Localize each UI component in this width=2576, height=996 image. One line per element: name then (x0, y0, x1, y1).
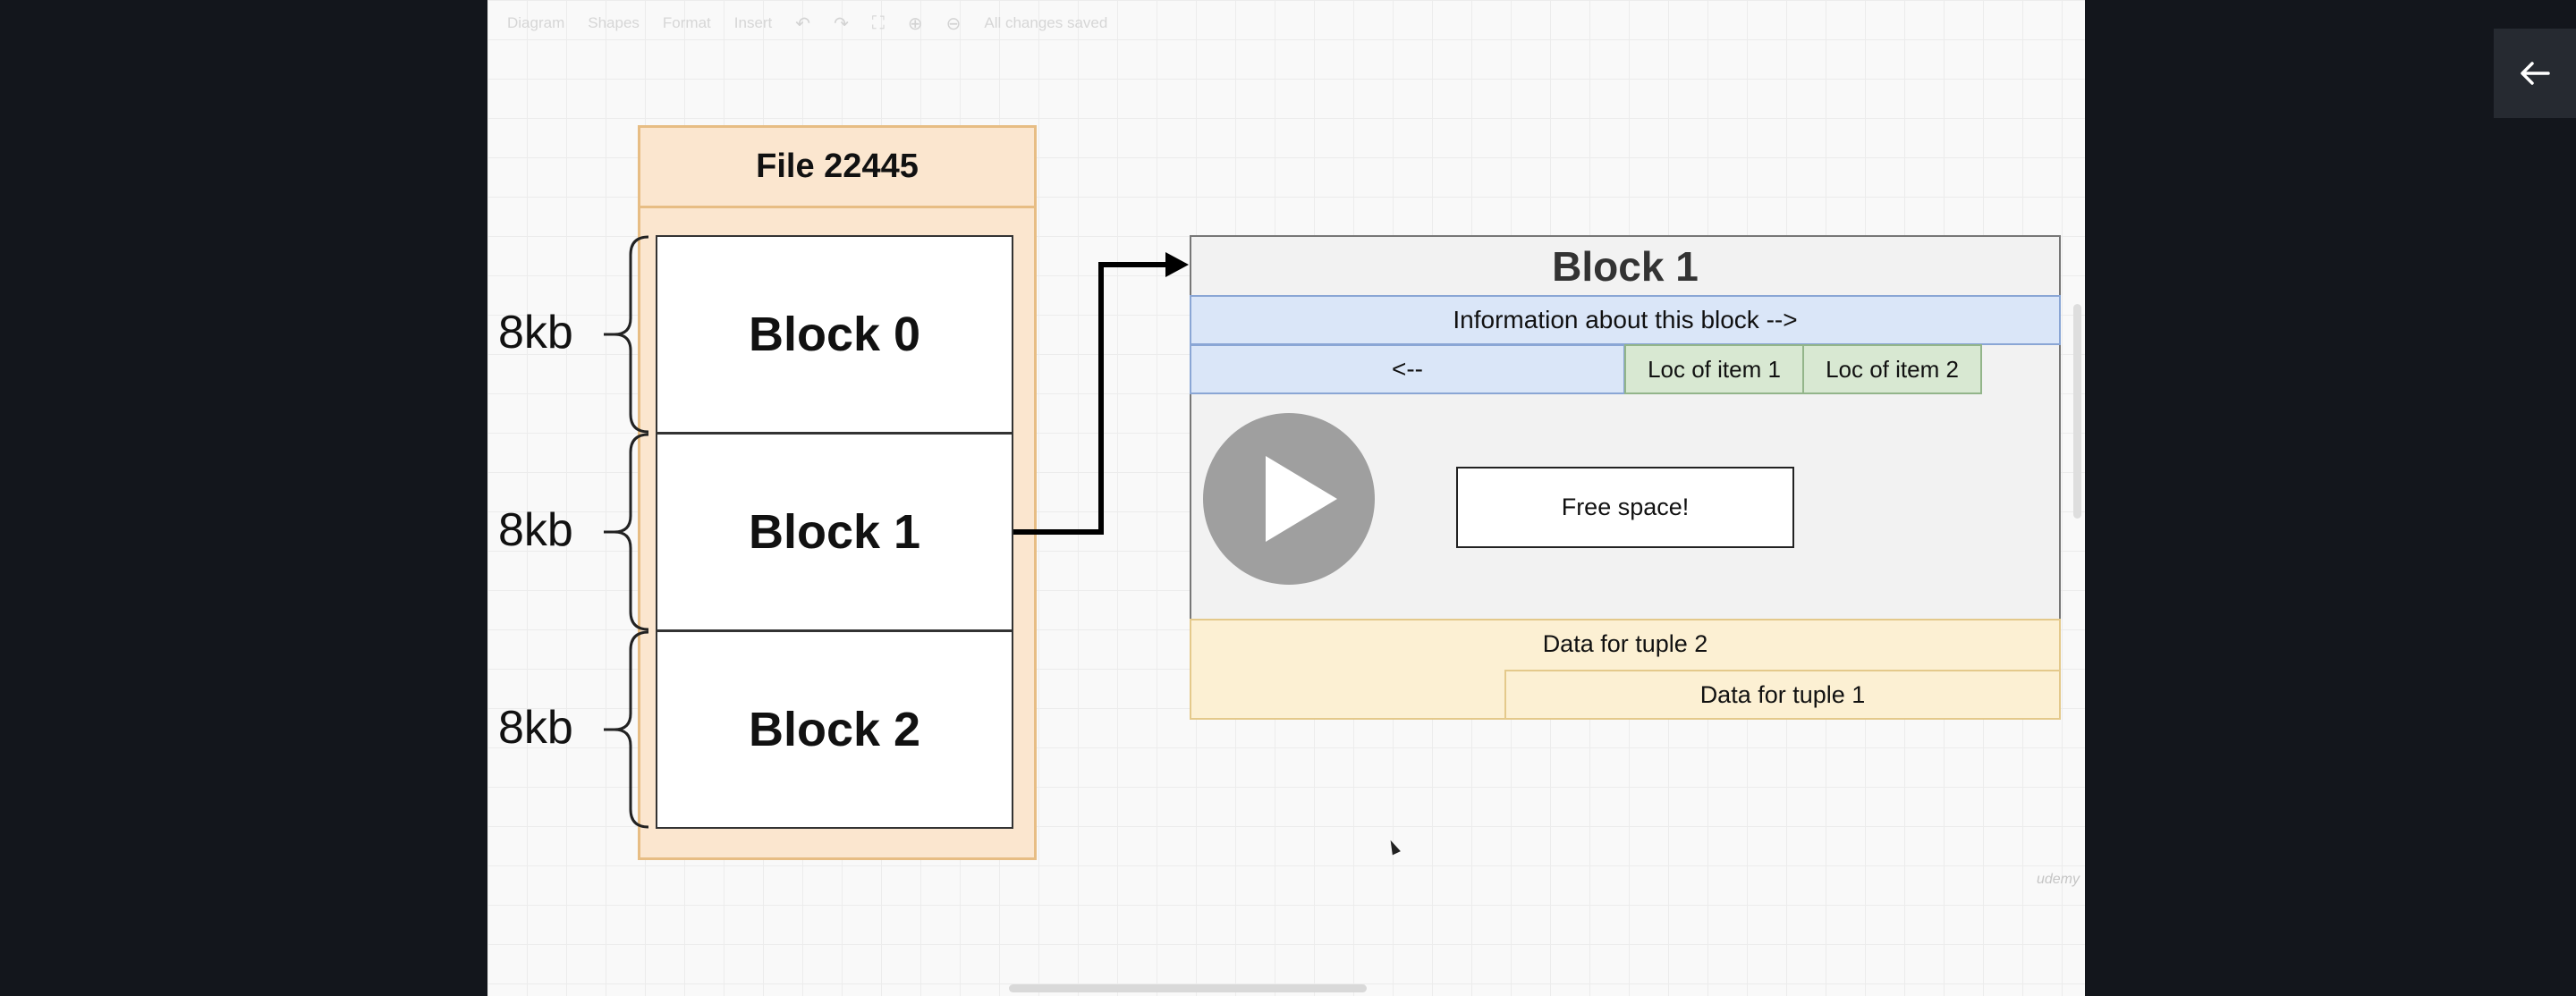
vertical-scrollbar[interactable] (2073, 304, 2081, 519)
brace-1 (614, 433, 649, 631)
loc-item-2: Loc of item 2 (1802, 344, 1982, 394)
menu-insert[interactable]: Insert (733, 14, 773, 31)
tuple-1-region: Data for tuple 1 (1504, 670, 2061, 720)
free-space-box: Free space! (1456, 467, 1794, 548)
brace-0 (614, 235, 649, 434)
video-frame[interactable]: Diagram Shapes Format Insert ↶ ↷ ⛶ ⊕ ⊖ A… (487, 0, 2085, 996)
block-info-row: Information about this block --> (1190, 295, 2061, 345)
size-label: 8kb (498, 307, 573, 359)
arrow-left-icon (2521, 62, 2550, 85)
menu-shapes[interactable]: Shapes (588, 14, 640, 31)
watermark-logo: udemy (2036, 872, 2080, 887)
block1-connector-arrow (1013, 262, 1169, 535)
block-0: Block 0 (656, 235, 1013, 434)
menu-format[interactable]: Format (662, 14, 711, 31)
block-detail-title: Block 1 (1190, 235, 2061, 296)
back-button[interactable] (2494, 29, 2576, 118)
block-2: Block 2 (656, 630, 1013, 829)
fullscreen-icon[interactable]: ⛶ (871, 13, 885, 33)
editor-toolbar: Diagram Shapes Format Insert ↶ ↷ ⛶ ⊕ ⊖ A… (487, 0, 2085, 46)
diagram-connectors (604, 235, 1189, 829)
zoom-in-icon[interactable]: ⊕ (907, 13, 923, 34)
redo-icon[interactable]: ↷ (834, 13, 849, 34)
zoom-out-icon[interactable]: ⊖ (945, 13, 962, 34)
play-icon (1266, 456, 1337, 542)
size-label: 8kb (498, 504, 573, 556)
block-1: Block 1 (656, 433, 1013, 631)
size-label: 8kb (498, 702, 573, 754)
play-button[interactable] (1203, 413, 1375, 585)
loc-item-1: Loc of item 1 (1624, 344, 1804, 394)
undo-icon[interactable]: ↶ (795, 13, 811, 34)
save-status: All changes saved (984, 14, 1108, 31)
brace-2 (614, 630, 649, 829)
file-title: File 22445 (638, 125, 1037, 208)
menu-diagram[interactable]: Diagram (507, 14, 565, 31)
arrow-head (1165, 252, 1189, 277)
tuple-2-label: Data for tuple 2 (1542, 629, 1708, 657)
item-pointer-arrow-cell: <-- (1190, 344, 1625, 394)
horizontal-scrollbar[interactable] (1009, 984, 1367, 992)
